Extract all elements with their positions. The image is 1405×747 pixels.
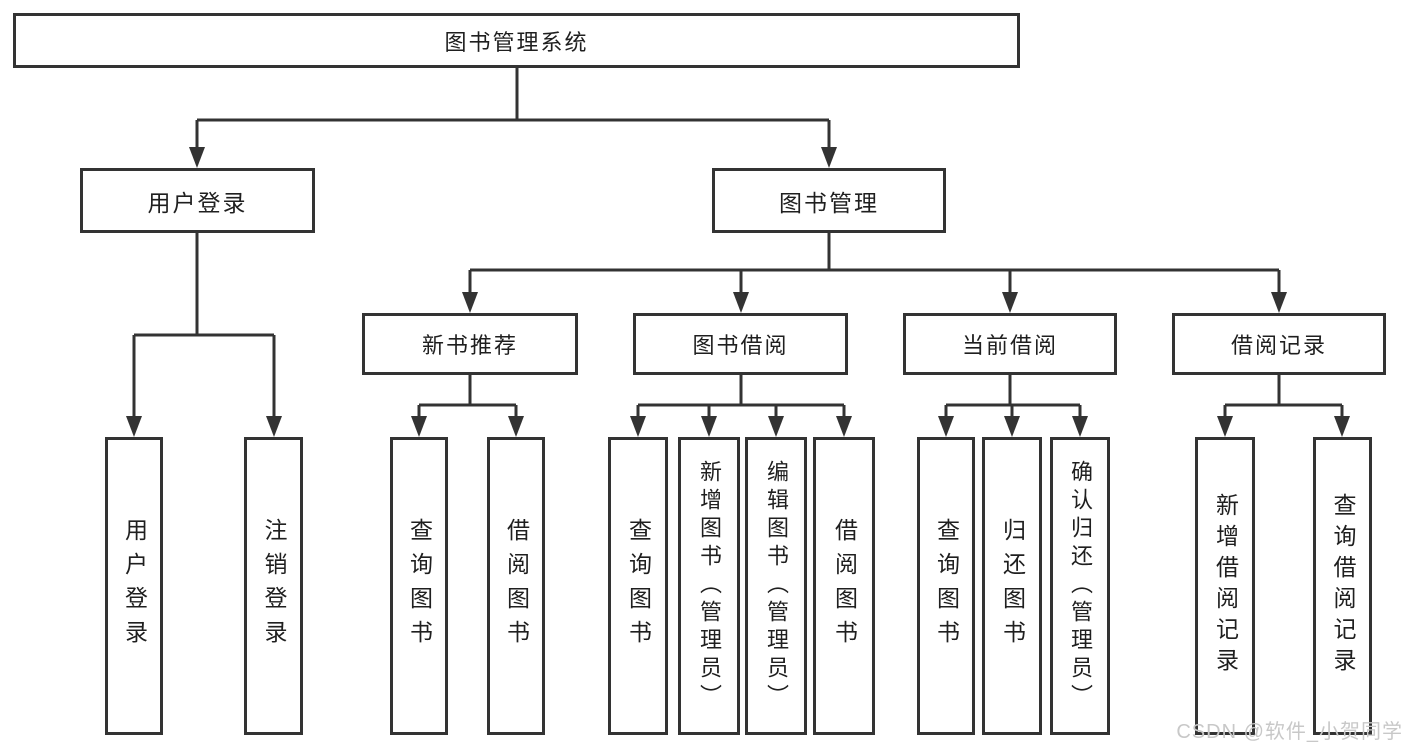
leaf-label: 查询图书 [406,518,433,654]
node-user-login: 用户登录 [80,168,315,233]
arrowhead-icon [1334,416,1350,437]
leaf-label: 归还图书 [999,518,1026,654]
leaf-borrow-query-books: 查询图书 [608,437,668,735]
leaf-records-add-record: 新增借阅记录 [1195,437,1255,735]
leaf-borrow-add-books-admin: 新增图书（管理员） [678,437,740,735]
arrowhead-icon [630,416,646,437]
node-label: 当前借阅 [961,333,1058,358]
connector-paths [132,68,1344,419]
arrowhead-icon [701,416,717,437]
node-current-borrowing: 当前借阅 [903,313,1117,375]
arrowhead-icon [733,292,749,313]
arrowhead-icon [1004,416,1020,437]
arrowhead-icon [126,416,142,437]
node-library-management-system: 图书管理系统 [13,13,1020,68]
arrowhead-icon [1217,416,1233,437]
arrowhead-icon [462,292,478,313]
leaf-borrow-edit-books-admin: 编辑图书（管理员） [745,437,807,735]
node-label: 图书借阅 [692,333,789,358]
node-new-book-recommend: 新书推荐 [362,313,578,375]
arrowhead-icon [821,147,837,168]
leaf-label: 新增图书（管理员） [697,460,722,712]
leaf-label: 用户登录 [121,518,148,654]
node-borrowing-records: 借阅记录 [1172,313,1386,375]
node-label: 图书管理系统 [444,29,589,55]
leaf-current-confirm-return-admin: 确认归还（管理员） [1050,437,1110,735]
csdn-watermark: CSDN @软件_小贺同学 [1176,721,1403,743]
leaf-current-return-books: 归还图书 [982,437,1042,735]
node-label: 新书推荐 [421,333,518,358]
leaf-label: 查询图书 [933,518,960,654]
leaf-label: 新增借阅记录 [1212,493,1239,679]
node-label: 用户登录 [147,189,248,216]
leaf-label: 查询借阅记录 [1330,493,1356,679]
arrowhead-icon [189,147,205,168]
leaf-borrow-borrow-books: 借阅图书 [813,437,875,735]
leaf-label: 注销登录 [261,518,287,654]
node-label: 图书管理 [779,189,879,216]
arrowhead-icon [836,416,852,437]
leaf-label: 确认归还（管理员） [1068,460,1093,712]
node-label: 借阅记录 [1230,333,1327,358]
leaf-label: 借阅图书 [831,518,858,654]
arrowhead-icon [938,416,954,437]
arrowhead-icon [1002,292,1018,313]
arrowhead-icon [768,416,784,437]
leaf-current-query-books: 查询图书 [917,437,975,735]
arrowhead-icon [266,416,282,437]
leaf-recommend-query-books: 查询图书 [390,437,448,735]
leaf-label: 借阅图书 [503,518,530,654]
arrowhead-icon [1072,416,1088,437]
arrowhead-icon [508,416,524,437]
leaf-label: 编辑图书（管理员） [764,460,789,712]
arrowhead-icon [1271,292,1287,313]
leaf-records-query-record: 查询借阅记录 [1313,437,1372,735]
connector-arrowheads [126,147,1350,437]
leaf-user-login: 用户登录 [105,437,163,735]
arrowhead-icon [411,416,427,437]
leaf-label: 查询图书 [625,518,652,654]
node-book-management: 图书管理 [712,168,946,233]
leaf-logout: 注销登录 [244,437,303,735]
leaf-recommend-borrow-books: 借阅图书 [487,437,545,735]
node-book-borrowing: 图书借阅 [633,313,848,375]
